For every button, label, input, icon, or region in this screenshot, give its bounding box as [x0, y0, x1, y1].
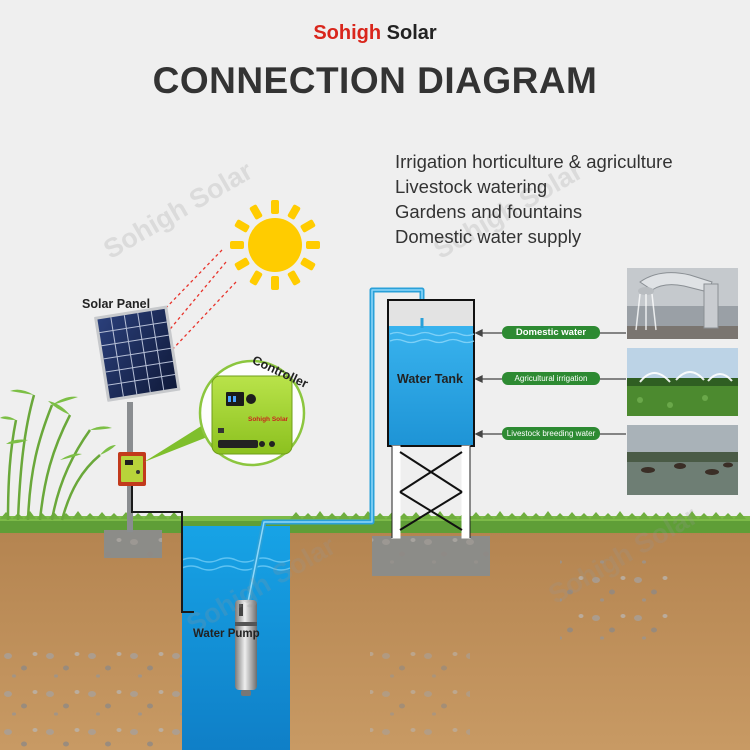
- sunlight-arrows: [162, 250, 236, 352]
- bamboo-plant: [8, 395, 100, 520]
- photo-livestock-watering: [627, 425, 738, 495]
- livestock-breeding-water-tag: Livestock breeding water: [502, 427, 600, 440]
- water-pump-label: Water Pump: [193, 628, 260, 640]
- application-item: Irrigation horticulture & agriculture: [395, 149, 673, 174]
- water-tank-label: Water Tank: [397, 372, 463, 386]
- application-item: Domestic water supply: [395, 224, 673, 249]
- brand-logo: Sohigh Solar: [0, 22, 750, 45]
- controller-logo: Sohigh Solar: [248, 416, 289, 423]
- controller-box: [118, 452, 146, 486]
- solar-panel-label: Solar Panel: [82, 297, 150, 311]
- brand-name-dark: Solar: [387, 22, 437, 44]
- applications-list: Irrigation horticulture & agriculture Li…: [395, 149, 673, 249]
- photo-domestic-faucet: [627, 268, 738, 339]
- domestic-water-tag: Domestic water: [502, 326, 600, 339]
- gravel-patch: [370, 640, 470, 740]
- agricultural-irrigation-tag: Agricultural irrigation: [502, 372, 600, 385]
- application-item: Gardens and fountains: [395, 199, 673, 224]
- bamboo-leaves: [0, 390, 116, 460]
- page-title: CONNECTION DIAGRAM: [0, 60, 750, 102]
- gravel-patch: [0, 640, 182, 750]
- sun-icon: [230, 200, 320, 290]
- photo-agricultural-irrigation: [627, 348, 738, 416]
- solar-panel: [94, 305, 181, 402]
- brand-name-red: Sohigh: [313, 22, 381, 44]
- application-item: Livestock watering: [395, 174, 673, 199]
